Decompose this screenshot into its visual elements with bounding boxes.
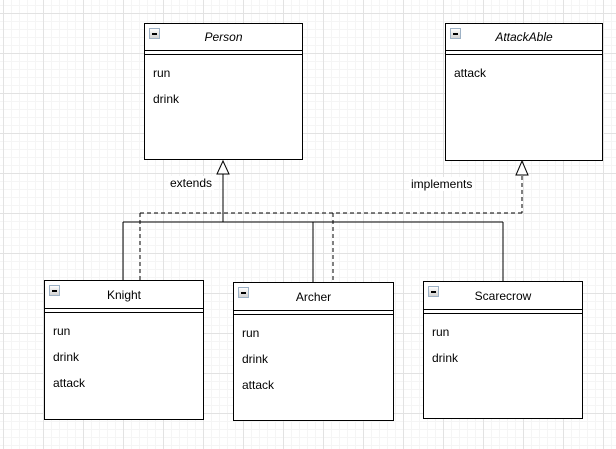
class-title: AttackAble — [495, 30, 553, 44]
class-title: Person — [204, 30, 243, 44]
class-attackable-header: AttackAble — [446, 24, 602, 51]
method-list: run drink — [424, 314, 582, 371]
generalization-arrowhead-icon — [216, 159, 230, 175]
collapse-icon[interactable] — [49, 285, 60, 296]
compartment-divider — [234, 311, 393, 315]
method-item[interactable]: attack — [454, 66, 487, 80]
method-list: attack — [446, 55, 602, 86]
class-person[interactable]: Person run drink — [144, 23, 303, 160]
collapse-icon[interactable] — [149, 28, 160, 39]
method-item[interactable]: drink — [53, 350, 80, 364]
method-list: run drink attack — [234, 315, 393, 398]
collapse-icon[interactable] — [238, 287, 249, 298]
method-item[interactable]: drink — [242, 352, 269, 366]
compartment-divider — [424, 310, 582, 314]
implements-edge-label[interactable]: implements — [409, 177, 475, 191]
method-item[interactable]: attack — [242, 378, 275, 392]
class-attackable[interactable]: AttackAble attack — [445, 23, 603, 161]
class-archer-header: Archer — [234, 283, 393, 311]
class-title: Scarecrow — [474, 288, 532, 303]
method-item[interactable]: run — [432, 325, 450, 339]
class-scarecrow[interactable]: Scarecrow run drink — [423, 281, 583, 419]
class-knight[interactable]: Knight run drink attack — [44, 280, 204, 420]
compartment-divider — [45, 309, 203, 313]
class-knight-header: Knight — [45, 281, 203, 309]
method-item[interactable]: run — [153, 66, 171, 80]
method-list: run drink — [145, 55, 302, 112]
compartment-divider — [446, 51, 602, 55]
class-title: Knight — [106, 287, 142, 302]
extends-edge-label[interactable]: extends — [168, 176, 215, 190]
method-item[interactable]: attack — [53, 376, 86, 390]
class-title: Archer — [295, 289, 332, 304]
class-scarecrow-header: Scarecrow — [424, 282, 582, 310]
method-item[interactable]: run — [53, 324, 71, 338]
class-person-header: Person — [145, 24, 302, 51]
collapse-icon[interactable] — [450, 28, 461, 39]
class-archer[interactable]: Archer run drink attack — [233, 282, 394, 421]
collapse-icon[interactable] — [428, 286, 439, 297]
method-list: run drink attack — [45, 313, 203, 396]
method-item[interactable]: run — [242, 326, 260, 340]
method-item[interactable]: drink — [153, 92, 180, 106]
compartment-divider — [145, 51, 302, 55]
realization-arrowhead-icon — [515, 159, 529, 176]
method-item[interactable]: drink — [432, 351, 459, 365]
